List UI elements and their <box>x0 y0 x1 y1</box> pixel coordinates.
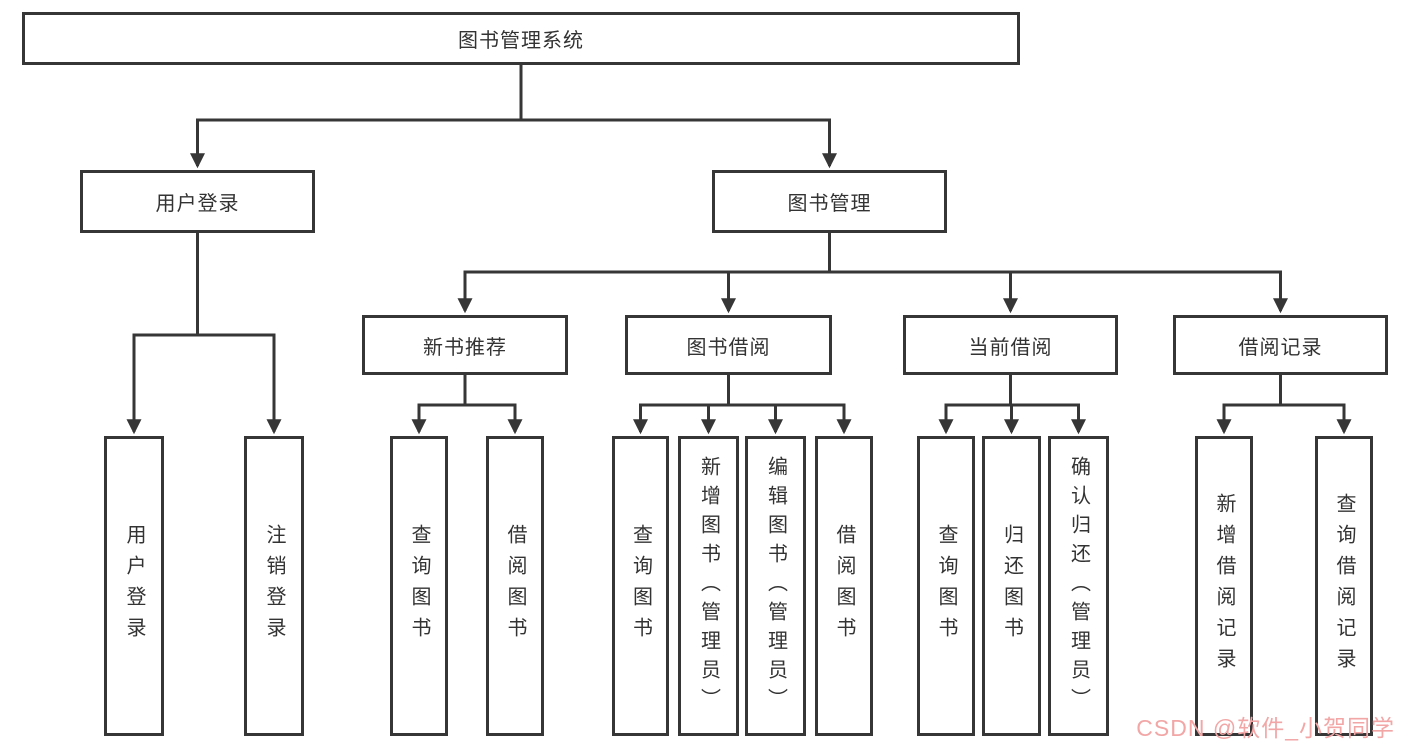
csdn-watermark: CSDN @软件_小贺同学 <box>1136 715 1395 741</box>
leaf-bb-query-books: 查询图书 <box>612 436 669 736</box>
node-borrowing-records: 借阅记录 <box>1173 315 1388 375</box>
leaf-bb-edit-books-admin: 编辑图书（管理员） <box>745 436 806 736</box>
leaf-logout: 注销登录 <box>244 436 304 736</box>
leaf-bb-borrow-books: 借阅图书 <box>815 436 873 736</box>
node-root-system: 图书管理系统 <box>22 12 1020 65</box>
node-new-book-recommend: 新书推荐 <box>362 315 568 375</box>
leaf-cb-query-books: 查询图书 <box>917 436 975 736</box>
leaf-bb-add-books-admin: 新增图书（管理员） <box>678 436 739 736</box>
leaf-rec-query-books: 查询图书 <box>390 436 448 736</box>
leaf-rec-borrow-books: 借阅图书 <box>486 436 544 736</box>
leaf-cb-confirm-return-admin: 确认归还（管理员） <box>1048 436 1109 736</box>
leaf-br-add-record: 新增借阅记录 <box>1195 436 1253 736</box>
leaf-br-query-record: 查询借阅记录 <box>1315 436 1373 736</box>
node-user-login: 用户登录 <box>80 170 315 233</box>
node-book-management: 图书管理 <box>712 170 947 233</box>
node-book-borrowing: 图书借阅 <box>625 315 832 375</box>
leaf-user-login: 用户登录 <box>104 436 164 736</box>
leaf-cb-return-books: 归还图书 <box>982 436 1041 736</box>
node-current-borrowing: 当前借阅 <box>903 315 1118 375</box>
